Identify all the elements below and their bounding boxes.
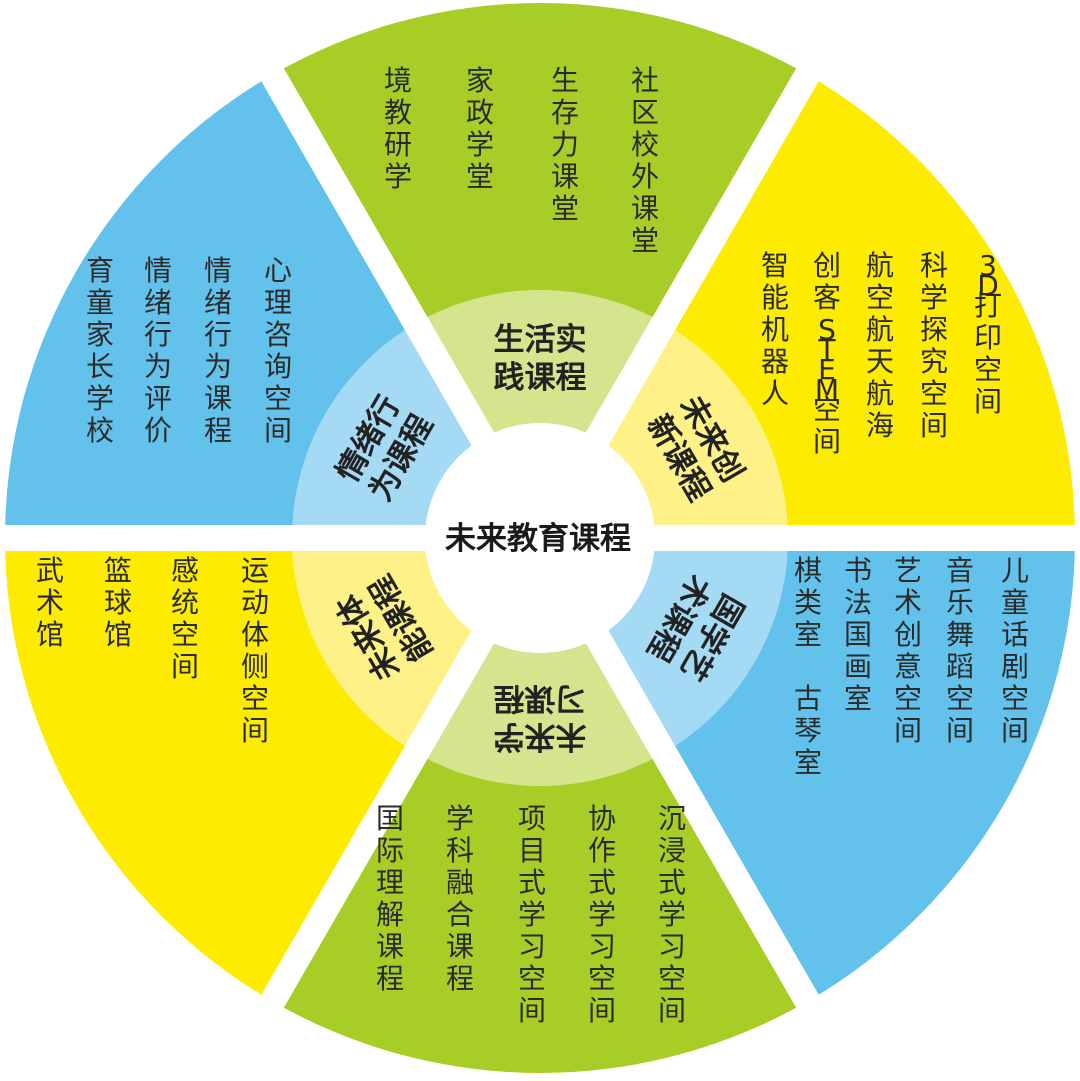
item-emotion-0: 心理咨询空间 [264, 254, 292, 447]
item-emotion-2: 情绪行为评价 [144, 254, 172, 447]
item-innovation-2: 航空航天航海 [866, 249, 894, 442]
item-learning-2: 项目式学习空间 [518, 802, 546, 1027]
center-circle [425, 423, 655, 653]
ring-label-line: 践课程 [494, 360, 587, 396]
item-life-2: 家政学堂 [466, 64, 494, 193]
item-arts-4: 棋类室 古琴室 [794, 554, 822, 779]
sector-life-ring [416, 290, 664, 538]
item-arts-3: 书法国画室 [844, 554, 872, 715]
item-arts-1: 音乐舞蹈空间 [946, 554, 974, 747]
item-learning-0: 沉浸式学习空间 [658, 802, 686, 1027]
sector-learning-ring [416, 538, 664, 786]
item-innovation-4: 智能机器人 [761, 249, 789, 410]
item-innovation-1: 科学探究空间 [920, 249, 948, 442]
item-emotion-1: 情绪行为课程 [204, 254, 232, 447]
item-life-3: 境教研学 [384, 64, 412, 193]
item-learning-3: 学科融合课程 [446, 802, 474, 995]
item-sports-2: 篮球馆 [104, 554, 132, 651]
ring-label-line: 习课程 [494, 680, 587, 716]
item-arts-0: 儿童话剧空间 [1001, 554, 1029, 747]
sector-learning-outer [272, 538, 808, 1074]
item-life-1: 生存力课堂 [551, 64, 579, 225]
item-emotion-3: 育童家长学校 [86, 254, 114, 447]
ring-label-line: 未来学 [494, 718, 587, 754]
item-sports-1: 感统空间 [171, 554, 199, 683]
ring-label-line: 生活实 [494, 322, 587, 358]
item-learning-4: 国际理解课程 [376, 802, 404, 995]
item-arts-2: 艺术创意空间 [894, 554, 922, 747]
item-learning-1: 协作式学习空间 [588, 802, 616, 1027]
item-life-0: 社区校外课堂 [631, 64, 659, 257]
item-sports-3: 武术馆 [36, 554, 64, 651]
center-title: 未来教育课程 [445, 521, 631, 557]
sector-life-outer [272, 2, 808, 538]
item-sports-0: 运动体侧空间 [241, 554, 269, 747]
